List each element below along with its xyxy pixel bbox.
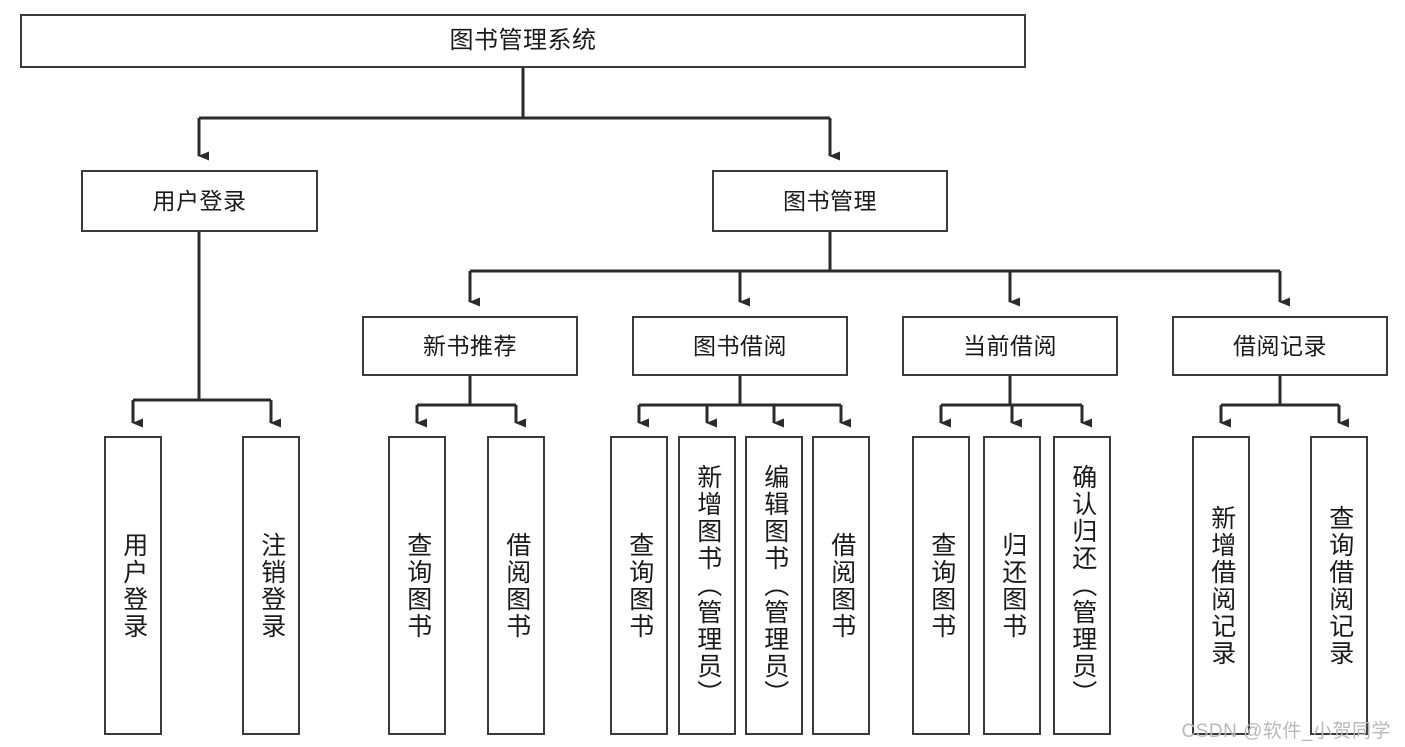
- node-leaf-add-record-label: 新增借阅记录: [1207, 504, 1236, 667]
- node-book-borrow-label: 图书借阅: [693, 332, 787, 359]
- node-leaf-logout-label: 注销登录: [257, 531, 286, 640]
- node-leaf-return-book[interactable]: 归还图书: [983, 436, 1041, 735]
- node-leaf-borrow-book-1[interactable]: 借阅图书: [487, 436, 545, 735]
- node-book-borrow[interactable]: 图书借阅: [632, 316, 848, 376]
- node-leaf-query-book-2-label: 查询图书: [625, 531, 654, 640]
- watermark: CSDN @软件_小贺同学: [1181, 721, 1391, 742]
- node-borrow-record[interactable]: 借阅记录: [1172, 316, 1388, 376]
- node-leaf-borrow-book-1-label: 借阅图书: [502, 531, 531, 640]
- node-leaf-confirm-return[interactable]: 确认归还（管理员）: [1053, 436, 1111, 735]
- node-borrow-record-label: 借阅记录: [1233, 332, 1327, 359]
- node-root[interactable]: 图书管理系统: [20, 14, 1026, 68]
- node-leaf-query-record-label: 查询借阅记录: [1325, 504, 1354, 667]
- node-leaf-query-book-3-label: 查询图书: [927, 531, 956, 640]
- node-current-borrow-label: 当前借阅: [963, 332, 1057, 359]
- node-leaf-borrow-book-2-label: 借阅图书: [827, 531, 856, 640]
- node-user-login[interactable]: 用户登录: [81, 170, 318, 232]
- node-new-book-recommend-label: 新书推荐: [423, 332, 517, 359]
- node-leaf-query-book-3[interactable]: 查询图书: [912, 436, 970, 735]
- node-leaf-query-book-2[interactable]: 查询图书: [610, 436, 668, 735]
- node-root-label: 图书管理系统: [449, 27, 597, 55]
- node-leaf-add-record[interactable]: 新增借阅记录: [1192, 436, 1250, 735]
- node-leaf-edit-book-label: 编辑图书（管理员）: [760, 464, 789, 707]
- node-user-login-label: 用户登录: [152, 187, 247, 214]
- node-leaf-logout[interactable]: 注销登录: [242, 436, 300, 735]
- node-leaf-return-book-label: 归还图书: [998, 531, 1027, 640]
- node-leaf-borrow-book-2[interactable]: 借阅图书: [812, 436, 870, 735]
- node-leaf-query-record[interactable]: 查询借阅记录: [1310, 436, 1368, 735]
- node-book-manage-label: 图书管理: [783, 187, 877, 214]
- node-book-manage[interactable]: 图书管理: [712, 170, 948, 232]
- node-leaf-confirm-return-label: 确认归还（管理员）: [1068, 464, 1097, 707]
- node-leaf-edit-book[interactable]: 编辑图书（管理员）: [745, 436, 803, 735]
- node-leaf-user-login[interactable]: 用户登录: [104, 436, 162, 735]
- node-leaf-add-book-label: 新增图书（管理员）: [693, 464, 722, 707]
- node-current-borrow[interactable]: 当前借阅: [902, 316, 1118, 376]
- node-new-book-recommend[interactable]: 新书推荐: [362, 316, 578, 376]
- node-leaf-query-book-1[interactable]: 查询图书: [388, 436, 446, 735]
- node-leaf-user-login-label: 用户登录: [119, 531, 148, 640]
- node-leaf-query-book-1-label: 查询图书: [403, 531, 432, 640]
- node-leaf-add-book[interactable]: 新增图书（管理员）: [678, 436, 736, 735]
